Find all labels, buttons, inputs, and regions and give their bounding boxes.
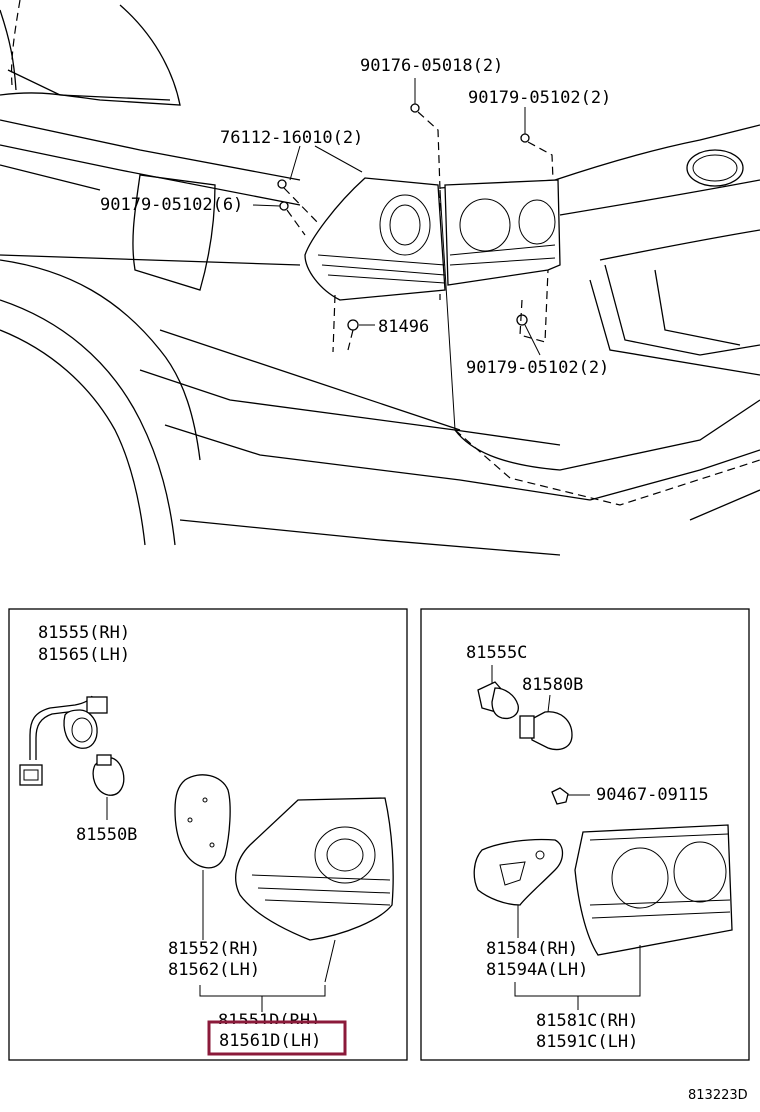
callout-81555-rh[interactable]: 81555(RH) bbox=[38, 623, 130, 643]
callout-81591c-lh[interactable]: 81591C(LH) bbox=[536, 1032, 638, 1052]
callout-81555c[interactable]: 81555C bbox=[466, 643, 527, 663]
right-panel-frame bbox=[420, 608, 750, 1061]
left-panel-parts bbox=[19, 695, 394, 1012]
callout-81550b[interactable]: 81550B bbox=[76, 825, 137, 845]
left-panel-frame bbox=[8, 608, 408, 1061]
callout-90176-05018[interactable]: 90176-05018(2) bbox=[360, 56, 503, 76]
callout-81552-rh[interactable]: 81552(RH) bbox=[168, 939, 260, 959]
callout-90179-05102-lower[interactable]: 90179-05102(2) bbox=[466, 358, 609, 378]
callout-81580b[interactable]: 81580B bbox=[522, 675, 583, 695]
highlight-box bbox=[207, 1020, 347, 1056]
callout-81594a-lh[interactable]: 81594A(LH) bbox=[486, 960, 588, 980]
vehicle-rear-illustration bbox=[0, 0, 760, 556]
callout-81561d-lh[interactable]: 81561D(LH) bbox=[219, 1031, 321, 1051]
callout-90179-05102-upper[interactable]: 90179-05102(2) bbox=[468, 88, 611, 108]
right-panel-parts bbox=[473, 665, 733, 1010]
callout-81584-rh[interactable]: 81584(RH) bbox=[486, 939, 578, 959]
callout-90179-05102-left[interactable]: 90179-05102(6) bbox=[100, 195, 243, 215]
callout-76112-16010[interactable]: 76112-16010(2) bbox=[220, 128, 363, 148]
callout-81496[interactable]: 81496 bbox=[378, 317, 429, 337]
callout-81565-lh[interactable]: 81565(LH) bbox=[38, 645, 130, 665]
callout-90467-09115[interactable]: 90467-09115 bbox=[596, 785, 709, 805]
callout-81581c-rh[interactable]: 81581C(RH) bbox=[536, 1011, 638, 1031]
diagram-reference-code: 813223D bbox=[688, 1088, 748, 1103]
callout-81562-lh[interactable]: 81562(LH) bbox=[168, 960, 260, 980]
